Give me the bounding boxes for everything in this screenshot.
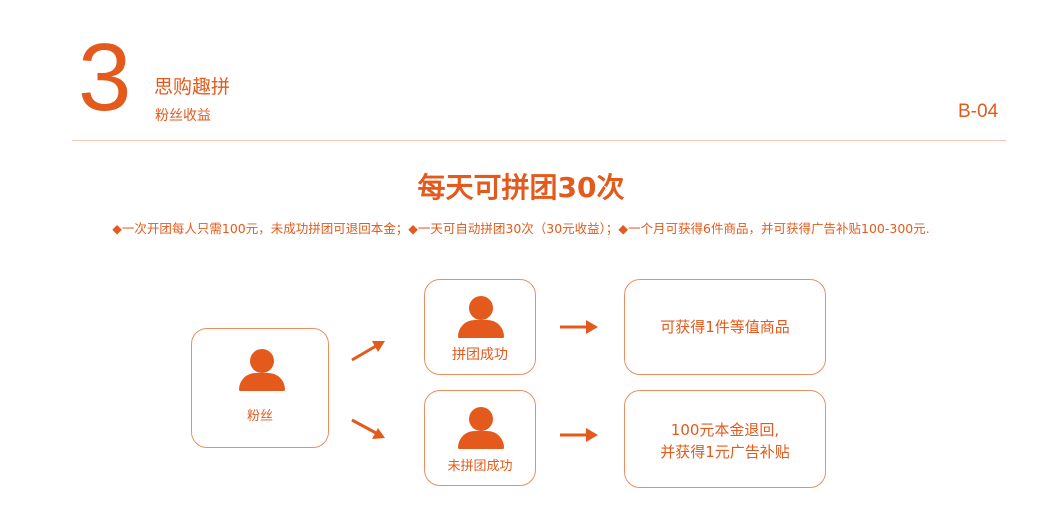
page-title: 每天可拼团30次 (417, 171, 625, 204)
person-icon (239, 349, 285, 391)
section-title: 思购趣拼 (154, 76, 231, 98)
fail-result-line1: 100元本金退回, (670, 421, 780, 439)
arrow-icon (560, 428, 598, 442)
fail-label: 未拼团成功 (447, 459, 513, 474)
arrow-icon (351, 418, 385, 439)
success-result-text: 可获得1件等值商品 (660, 318, 790, 336)
description-text: ◆一次开团每人只需100元，未成功拼团可退回本金；◆一天可自动拼团30次（30元… (112, 221, 930, 236)
success-result-box: 可获得1件等值商品 (624, 279, 826, 375)
fan-label: 粉丝 (246, 409, 273, 424)
success-box: 拼团成功 (424, 279, 536, 375)
arrow-icon (351, 341, 385, 362)
person-icon (458, 296, 504, 338)
fan-box: 粉丝 (191, 328, 329, 448)
fail-box: 未拼团成功 (424, 390, 536, 486)
section-number: 3 (78, 24, 132, 131)
section-subtitle: 粉丝收益 (155, 108, 211, 124)
person-icon (458, 407, 504, 449)
header-divider (72, 140, 1006, 141)
success-label: 拼团成功 (452, 347, 508, 363)
fail-result-line2: 并获得1元广告补贴 (660, 443, 790, 461)
page-code: B-04 (958, 101, 999, 122)
arrow-icon (560, 320, 598, 334)
fail-result-box: 100元本金退回, 并获得1元广告补贴 (624, 390, 826, 488)
